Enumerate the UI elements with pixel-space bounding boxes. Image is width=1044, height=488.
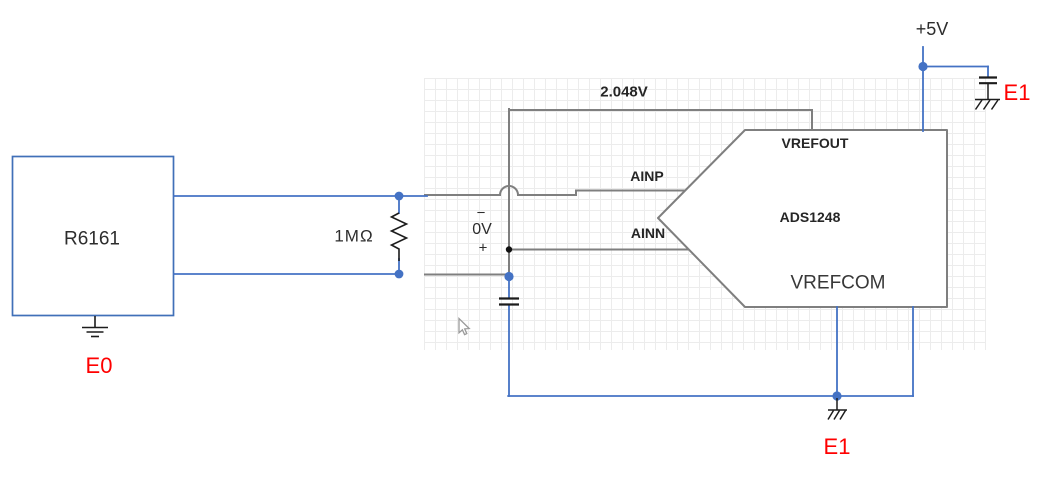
supply-5v-label[interactable]: +5V [915,19,949,39]
r6161-label: R6161 [64,228,120,250]
chassis-ground-icon[interactable] [827,398,847,420]
e0-ground-label[interactable]: E0 [85,353,113,378]
junction-dot-black [505,246,513,253]
earth-ground-icon[interactable] [82,316,108,338]
source-minus-label: − [476,204,486,222]
ainn-pin-label: AINN [630,225,666,241]
chassis-ground-icon[interactable] [974,83,1000,110]
capacitor-icon[interactable] [979,76,997,85]
resistor-icon[interactable] [389,212,409,261]
ainp-pin-label: AINP [630,168,664,184]
ads1248-label: ADS1248 [779,209,841,225]
junction-dot [394,269,404,279]
vrefcom-pin-label: VREFCOM [790,272,886,294]
junction-dot [918,61,928,72]
mouse-cursor-icon [458,316,471,336]
vrefout-pin-label: VREFOUT [781,135,849,151]
capacitor-icon[interactable] [499,297,519,306]
vref-2048-wire[interactable] [508,109,813,131]
e1-bottom-ground-label[interactable]: E1 [823,434,851,459]
junction-dot [832,391,842,401]
e1-top-ground-label[interactable]: E1 [1003,80,1031,105]
ads1248-block[interactable] [657,129,948,308]
junction-dot [504,271,514,282]
resistor-value-label[interactable]: 1MΩ [334,226,374,246]
source-value-label[interactable]: 0V [472,221,492,238]
ainp-wire[interactable] [424,185,685,196]
junction-dot [394,191,404,201]
reference-voltage-label[interactable]: 2.048V [600,83,648,101]
source-plus-label: + [478,239,488,257]
r6161-block[interactable] [11,155,175,317]
